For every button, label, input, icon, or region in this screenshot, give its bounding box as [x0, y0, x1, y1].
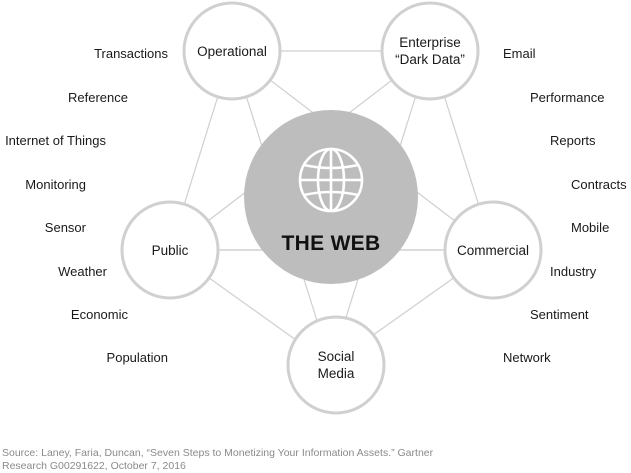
node-label: Media: [318, 366, 355, 381]
source-line: Source: Laney, Faria, Duncan, “Seven Ste…: [2, 447, 434, 459]
node-label: Commercial: [457, 243, 529, 258]
node-label: Operational: [197, 44, 267, 59]
data-source-label: Reference: [68, 90, 128, 105]
data-source-label: Contracts: [571, 177, 627, 192]
data-source-label: Industry: [550, 264, 597, 279]
left-labels: Transactions Reference Internet of Thing…: [5, 46, 168, 365]
node-social-media: Social Media: [286, 315, 386, 415]
right-labels: Email Performance Reports Contracts Mobi…: [503, 46, 627, 365]
data-source-label: Sentiment: [530, 307, 589, 322]
source-citation: Source: Laney, Faria, Duncan, “Seven Ste…: [2, 447, 562, 473]
data-source-label: Population: [107, 350, 168, 365]
center-label: THE WEB: [282, 232, 381, 255]
data-source-label: Mobile: [571, 220, 609, 235]
center-hub: THE WEB: [244, 110, 418, 284]
source-line: Research G00291622, October 7, 2016: [2, 460, 186, 472]
node-label: Enterprise: [399, 35, 461, 50]
data-source-label: Sensor: [45, 220, 87, 235]
data-source-label: Reports: [550, 133, 596, 148]
node-label: Public: [152, 243, 189, 258]
node-public: Public: [120, 200, 220, 300]
data-source-label: Transactions: [94, 46, 168, 61]
data-source-label: Internet of Things: [5, 133, 106, 148]
data-source-label: Network: [503, 350, 551, 365]
data-source-label: Monitoring: [25, 177, 86, 192]
node-operational: Operational: [182, 1, 282, 101]
node-enterprise-dark-data: Enterprise “Dark Data”: [380, 1, 480, 101]
data-source-label: Performance: [530, 90, 604, 105]
node-label: Social: [318, 349, 355, 364]
data-source-label: Economic: [71, 307, 129, 322]
data-source-label: Email: [503, 46, 536, 61]
node-commercial: Commercial: [443, 200, 543, 300]
data-source-label: Weather: [58, 264, 108, 279]
globe-icon: [298, 147, 364, 213]
node-label: “Dark Data”: [395, 52, 465, 67]
